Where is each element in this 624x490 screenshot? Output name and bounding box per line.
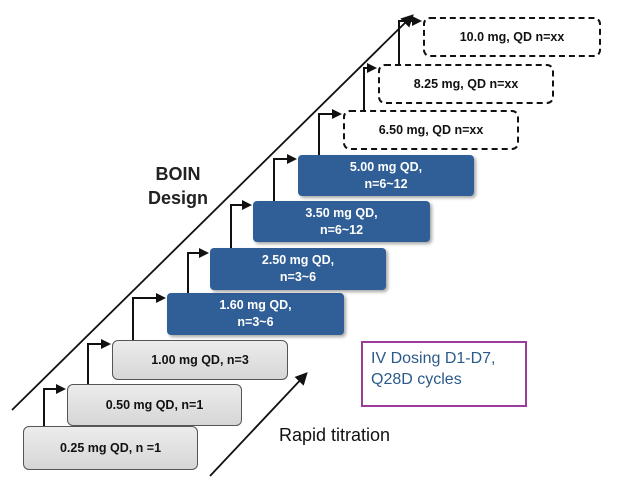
step-arrow-3 [132,293,166,340]
iv-dosing-line2: Q28D cycles [371,371,462,388]
dose-label: 1.00 mg QD, n=3 [151,352,249,367]
dose-box-5: 2.50 mg QD, n=3~6 [210,248,386,290]
step-arrow-7 [318,109,342,155]
dose-box-4: 1.60 mg QD, n=3~6 [167,293,344,335]
dose-box-1: 0.25 mg QD, n =1 [23,426,198,470]
dose-label-line1: 2.50 mg QD, [261,253,335,267]
dose-label-line2: n=3~6 [279,270,317,284]
dose-box-9: 8.25 mg, QD n=xx [378,64,554,104]
dose-label: 6.50 mg, QD n=xx [378,122,484,137]
step-arrows [43,16,422,426]
step-arrow-4 [187,248,209,293]
escalation-diagonal-arrow [11,14,414,411]
step-arrow-6 [273,154,297,201]
step-arrow-5 [230,200,252,248]
boin-label-line1: BOIN [155,164,201,184]
dose-label-line2: n=6~12 [319,222,364,237]
rapid-titration-label: Rapid titration [279,425,391,445]
iv-dosing-box: IV Dosing D1-D7, Q28D cycles [361,341,527,407]
dose-label-line1: 5.00 mg QD, [349,159,423,174]
dose-box-10: 10.0 mg, QD n=xx [423,17,601,57]
boin-design-label: BOIN Design [133,162,223,210]
dose-box-3: 1.00 mg QD, n=3 [112,340,288,380]
step-arrow-1 [43,384,66,426]
dose-box-7: 5.00 mg QD, n=6~12 [298,155,474,196]
iv-dosing-line1: IV Dosing D1-D7, [371,350,496,367]
dose-label-line1: 3.50 mg QD, [305,205,378,220]
dose-label: 10.0 mg, QD n=xx [459,29,565,44]
dose-label-line2: n=3~6 [237,315,274,329]
dose-label: 0.50 mg QD, n=1 [105,397,204,412]
step-arrow-8 [363,63,377,110]
dose-box-6: 3.50 mg QD, n=6~12 [253,201,430,242]
dose-label-line2: n=6~12 [364,176,408,191]
dose-label: 0.25 mg QD, n =1 [59,440,162,455]
dose-label-line1: 1.60 mg QD, [219,298,292,312]
boin-label-line2: Design [147,188,208,208]
dose-box-2: 0.50 mg QD, n=1 [67,384,242,426]
dose-label: 8.25 mg, QD n=xx [413,76,519,91]
rapid-titration-arrow [209,372,308,477]
dose-box-8: 6.50 mg, QD n=xx [343,110,519,150]
step-arrow-2 [87,339,111,384]
step-arrow-9 [398,16,422,64]
